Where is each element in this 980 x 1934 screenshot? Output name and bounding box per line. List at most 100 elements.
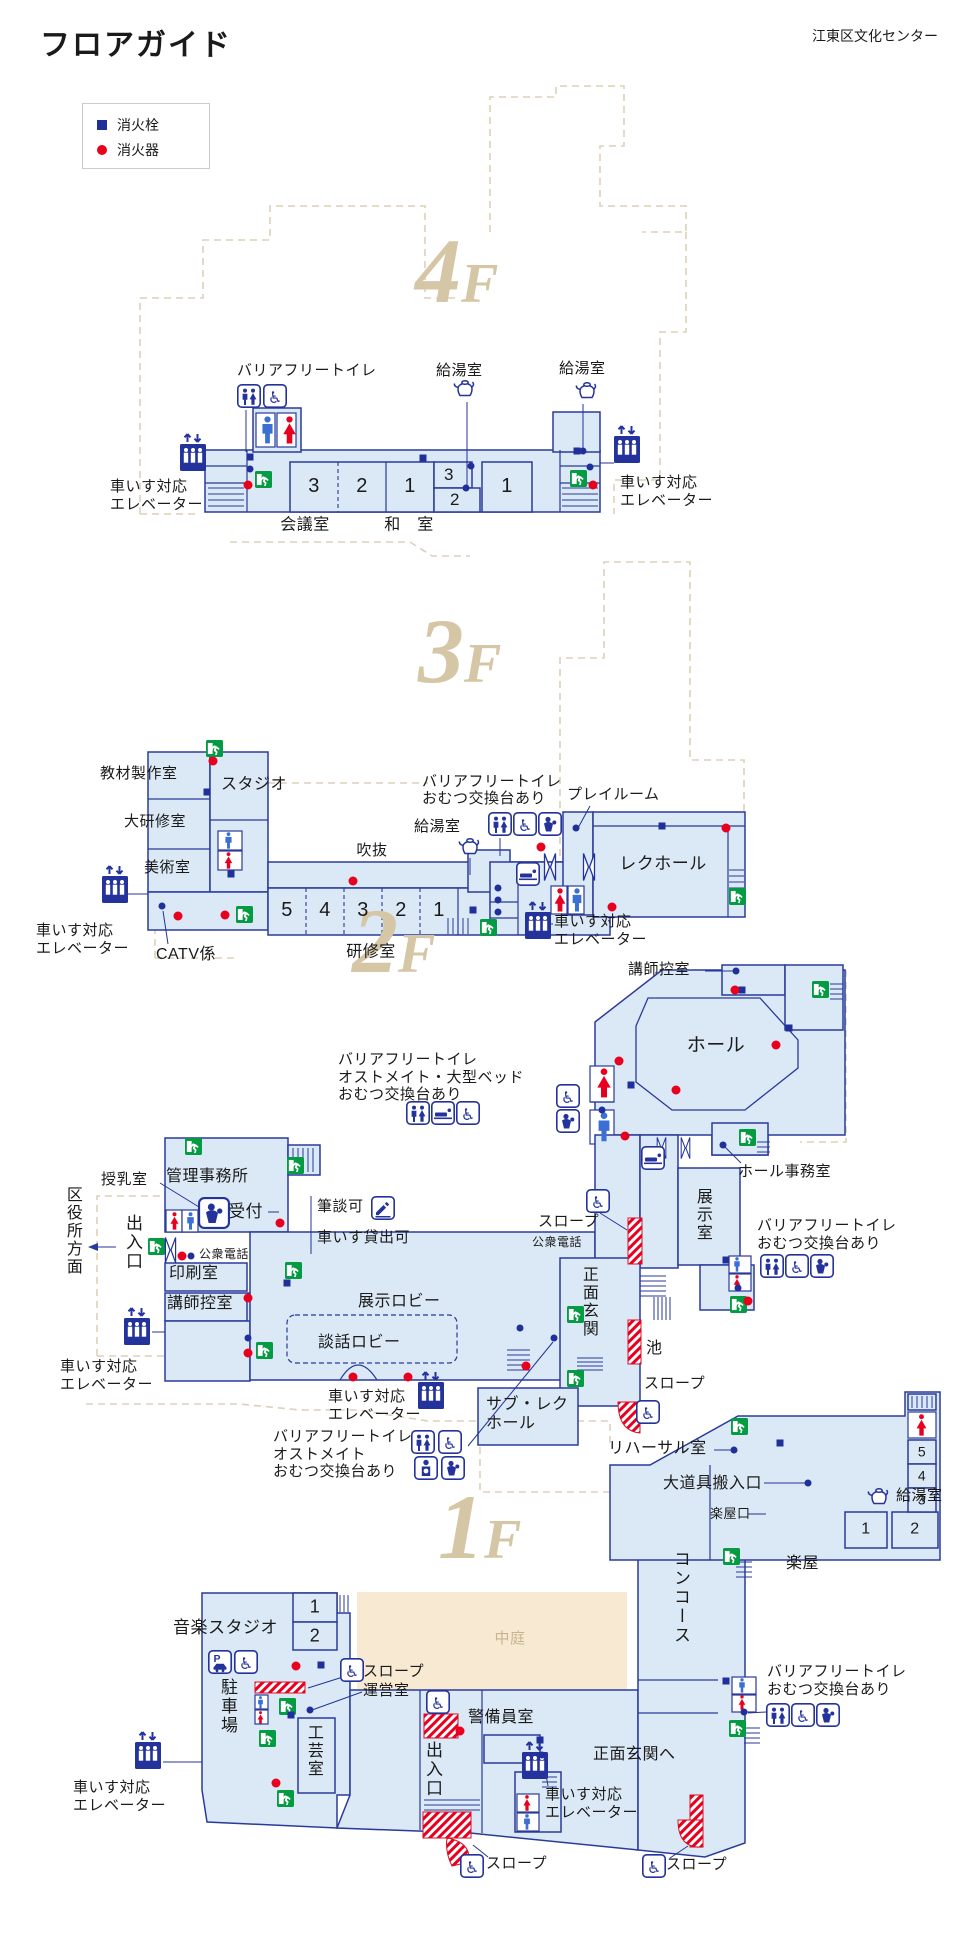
room-label: 正面玄関へ [593, 1746, 676, 1763]
leader-dot [572, 824, 580, 832]
room-label: リハーサル室 [608, 1440, 707, 1457]
exit-icon [259, 1730, 276, 1747]
room-label: サブ・レク ホール [486, 1396, 569, 1432]
room-label: 音楽スタジオ [173, 1618, 278, 1637]
door-icon [543, 852, 557, 882]
room-label: 1 [501, 475, 513, 498]
room-label: バリアフリートイレ オストメイト おむつ交換台あり [273, 1428, 413, 1481]
female-icon [554, 888, 566, 912]
room-label: 3 [444, 464, 454, 484]
room-label: ホール事務室 [738, 1163, 832, 1180]
elevator-icon [124, 1306, 150, 1345]
room-label: バリアフリートイレ オストメイト・大型ベッド おむつ交換台あり [338, 1051, 525, 1104]
fire-extinguisher-icon [97, 144, 107, 155]
male-icon [571, 888, 583, 912]
room-label: 授乳室 [101, 1171, 148, 1188]
svg-text:♿: ♿ [431, 1696, 445, 1713]
wheelchair-icon: ♿ [513, 812, 537, 836]
male-icon [257, 1696, 264, 1709]
room-label: 展示ロビー [358, 1293, 441, 1310]
ostomate-icon [414, 1456, 438, 1480]
elevator-icon [525, 900, 551, 939]
wheelchair-icon: ♿ [556, 1084, 580, 1108]
room-label: 警備員室 [468, 1709, 535, 1726]
fire-extinguisher-marker [348, 1372, 358, 1382]
exit-icon [567, 1306, 584, 1323]
room-label: 車いす対応 エレベーター [620, 474, 714, 509]
teapot-icon [455, 836, 485, 861]
wheelchair-icon: ♿ [791, 1703, 815, 1727]
leader-dot [187, 1252, 195, 1260]
baby-icon [538, 812, 562, 836]
fire-extinguisher-marker [588, 480, 598, 490]
room-label: コンコース [671, 1550, 691, 1645]
fire-hydrant-marker [738, 986, 746, 994]
fire-hydrant-marker [776, 1439, 784, 1447]
legend: 消火栓 消火器 [82, 103, 210, 169]
room-label: 3 [917, 1491, 927, 1508]
room-label: 1 [309, 1596, 321, 1617]
room-label: 運営室 [363, 1682, 410, 1699]
exit-icon [236, 906, 253, 923]
room-label: ホール [686, 1034, 746, 1056]
room-label: CATV係 [156, 946, 216, 963]
wheelchair-icon: ♿ [426, 1690, 450, 1714]
leader-dot [734, 1284, 742, 1292]
fire-extinguisher-marker [455, 1726, 465, 1736]
leader-dot [538, 1751, 546, 1759]
room-label: 4 [917, 1467, 927, 1484]
room-label: 公衆電話 [532, 1235, 583, 1249]
baby-icon [556, 1109, 580, 1133]
room-label: 美術室 [144, 859, 191, 876]
room-label: バリアフリートイレ [422, 773, 562, 790]
baby-icon [810, 1254, 834, 1278]
fire-extinguisher-marker [671, 1085, 681, 1095]
room-label: 4 [319, 899, 331, 922]
svg-text:♿: ♿ [647, 1860, 661, 1877]
svg-text:♿: ♿ [790, 1260, 804, 1277]
fire-hydrant-marker [246, 453, 254, 461]
exit-icon [570, 470, 587, 487]
leader-dot [586, 463, 594, 471]
fire-extinguisher-marker [730, 985, 740, 995]
room-label: 吹抜 [356, 842, 388, 860]
room-label: おむつ交換台あり [422, 790, 547, 807]
bed-icon [431, 1101, 455, 1125]
svg-text:P: P [214, 1653, 221, 1665]
wc-icon [237, 384, 261, 408]
leader-dot [244, 1334, 252, 1342]
fire-extinguisher-marker [243, 1348, 253, 1358]
room-label: 出入口 [423, 1741, 443, 1798]
female-icon [596, 1068, 612, 1098]
male-icon [733, 1257, 741, 1272]
leader-dot [579, 447, 587, 455]
room-label: 車いす対応 エレベーター [554, 913, 648, 948]
room-label: 研修室 [346, 943, 396, 961]
fire-hydrant-marker [469, 906, 477, 914]
floor-3f-shapes [147, 751, 746, 936]
room-label: 出入口 [123, 1214, 143, 1271]
fire-hydrant-marker [283, 1279, 291, 1287]
fire-extinguisher-marker [173, 911, 183, 921]
fire-hydrant-marker [722, 1677, 730, 1685]
floor-label-2F: 2F [352, 890, 436, 992]
baby-icon [816, 1703, 840, 1727]
leader-dot [804, 1479, 812, 1487]
write-icon [371, 1196, 395, 1220]
wc-icon [411, 1430, 435, 1454]
fire-extinguisher-marker [614, 1056, 624, 1066]
room-label: 池 [646, 1340, 663, 1357]
room-label: 1 [861, 1520, 871, 1538]
exit-icon [279, 1698, 296, 1715]
bed-icon [641, 1146, 665, 1170]
wheelchair-icon: ♿ [642, 1854, 666, 1878]
leader-dot [550, 1334, 558, 1342]
exit-icon [206, 740, 223, 757]
female-icon [916, 1414, 927, 1436]
male-icon [260, 416, 275, 444]
leader-dot [516, 1324, 524, 1332]
room-label: バリアフリートイレ [237, 362, 377, 379]
legend-item-extinguisher: 消火器 [97, 137, 209, 162]
door-icon [680, 1136, 691, 1160]
